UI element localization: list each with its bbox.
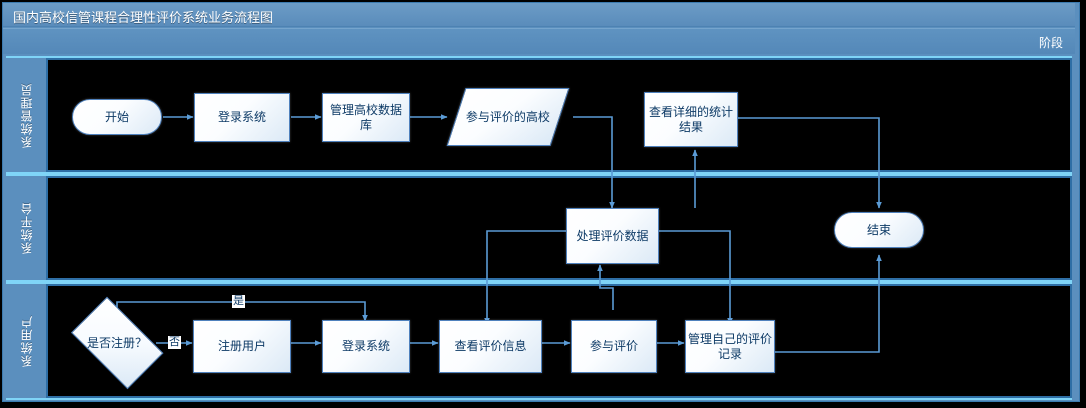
page-title: 国内高校信管课程合理性评价系统业务流程图 [13,10,274,25]
node-user-login[interactable]: 登录系统 [322,320,410,373]
node-manage-own-records[interactable]: 管理自己的评价记录 [685,320,775,373]
node-admin-login[interactable]: 登录系统 [194,93,290,142]
node-end[interactable]: 结束 [834,212,924,248]
node-start[interactable]: 开始 [72,99,162,135]
node-is-registered-label: 是否注册？ [86,335,147,350]
node-participate-evaluation-label: 参与评价 [589,339,638,353]
phase-label: 阶段 [1038,36,1063,50]
swimlane-user-label-text: 系统用户 [19,315,34,367]
swimlane-user-label: 系统用户 [6,284,48,398]
node-admin-login-label: 登录系统 [217,110,266,124]
node-start-label: 开始 [104,109,129,124]
swimlane-admin-label: 系统管理员 [6,58,48,172]
node-view-stats[interactable]: 查看详细的统计结果 [644,92,738,147]
node-view-evaluation-info-label: 查看评价信息 [454,339,527,353]
swimlane-platform-label: 系统平台 [6,176,48,280]
edge-label-yes: 是 [232,295,245,308]
swimlane-platform-label-text: 系统平台 [19,202,34,254]
node-view-stats-label: 查看详细的统计结果 [648,104,733,134]
node-participating-universities[interactable]: 参与评价的高校 [446,88,570,146]
swimlane-admin-label-text: 系统管理员 [19,82,34,148]
node-process-data-label: 处理评价数据 [576,228,649,243]
node-end-label: 结束 [866,222,891,237]
edge-label-yes-text: 是 [233,295,244,307]
node-manage-own-records-label: 管理自己的评价记录 [688,331,773,361]
node-register-user[interactable]: 注册用户 [193,320,291,373]
node-user-login-label: 登录系统 [341,339,390,353]
edge-label-no: 否 [168,336,181,349]
node-register-user-label: 注册用户 [217,339,266,353]
edge-label-no-text: 否 [169,336,180,348]
phase-header-bar: 阶段 [3,28,1075,54]
title-bar: 国内高校信管课程合理性评价系统业务流程图 [3,3,1075,27]
node-manage-db-label: 管理高校数据库 [329,102,402,132]
node-participating-universities-label: 参与评价的高校 [465,109,550,124]
node-is-registered[interactable]: 是否注册？ [62,296,172,390]
node-process-data[interactable]: 处理评价数据 [566,208,659,264]
node-manage-db[interactable]: 管理高校数据库 [322,93,410,142]
node-participate-evaluation[interactable]: 参与评价 [571,320,657,373]
node-view-evaluation-info[interactable]: 查看评价信息 [439,320,542,373]
